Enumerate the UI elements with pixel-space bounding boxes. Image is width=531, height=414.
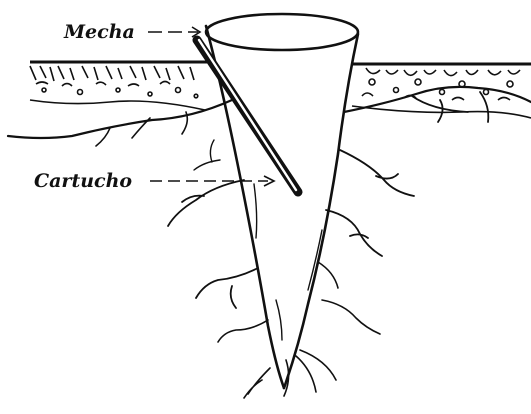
ground-surface bbox=[30, 62, 531, 64]
cartridge-label: Cartucho bbox=[34, 170, 132, 192]
soil-texture-left bbox=[30, 66, 205, 110]
fuse-cartridge-rod bbox=[197, 40, 298, 192]
ground-cracks bbox=[8, 87, 531, 398]
hole-opening bbox=[206, 14, 358, 50]
cone-right-wall bbox=[284, 34, 358, 388]
cone-left-wall bbox=[206, 26, 284, 388]
fuse-label: Mecha bbox=[63, 21, 135, 43]
